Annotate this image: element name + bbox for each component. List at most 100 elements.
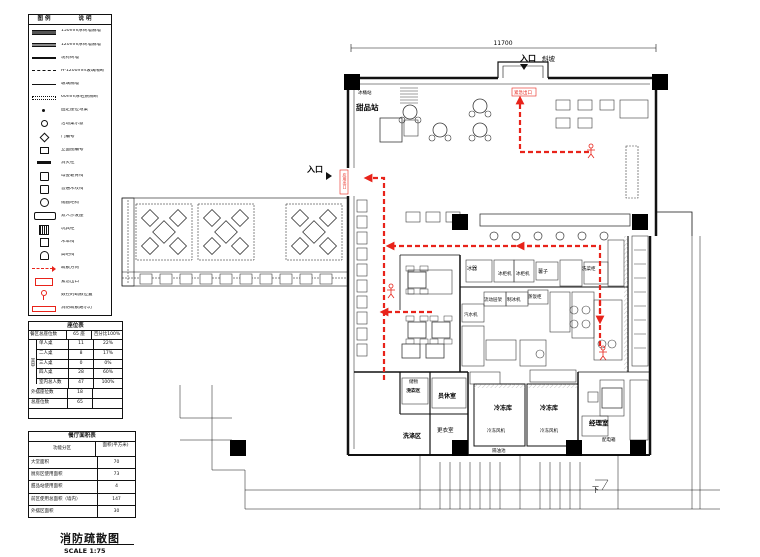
- wall-bench: [356, 327, 368, 341]
- patio-chair: [290, 208, 310, 228]
- area-row: 甜品站使用面积 4: [29, 481, 135, 494]
- seat-row-count: 11: [69, 340, 94, 349]
- wall-bench: [356, 199, 368, 213]
- sink-basin: [597, 339, 607, 349]
- bar-stool: [489, 231, 499, 241]
- chair: [419, 315, 429, 322]
- lower-stairs: [179, 236, 720, 510]
- seat-row-count: 65: [68, 398, 93, 408]
- kitchen-unit: [583, 261, 609, 285]
- seat-row-pct: 60%: [102, 370, 113, 376]
- legend-text: 120mm厚砖墙隔墙: [61, 42, 101, 47]
- booth-table: [555, 99, 571, 111]
- two-person-table: [401, 343, 421, 359]
- label-dessert-station: 甜品站: [356, 102, 379, 112]
- legend-header-desc: 说 明: [78, 16, 92, 22]
- kitchen-equipment: [401, 235, 649, 441]
- booth-table: [577, 117, 593, 129]
- legend-row: H-1200mm玻璃隔断: [29, 65, 111, 78]
- sink-basin: [581, 305, 591, 315]
- legend-symbol-icon: [29, 302, 59, 315]
- legend-symbol-icon: [29, 117, 59, 130]
- exit-left-label: 应用出口: [343, 172, 348, 190]
- wall-bench: [356, 263, 368, 277]
- sink-basin: [581, 319, 591, 329]
- exit-top-box: [511, 87, 537, 97]
- legend-text: 储圆吧椅: [61, 200, 79, 205]
- patio-table-area: [135, 203, 193, 261]
- patio-bench-seat: [259, 273, 273, 285]
- round-table: [472, 98, 488, 114]
- label-cold-room: 冷冻库: [494, 404, 512, 412]
- legend-row: 门编号: [29, 130, 111, 143]
- legend-symbol-icon: [29, 183, 59, 196]
- legend-symbol-icon: [29, 236, 59, 249]
- legend-text: 玩具柜: [61, 226, 75, 231]
- kitchen-unit: [465, 259, 493, 283]
- person-marker-dining: [387, 283, 395, 299]
- side-shelf: [625, 145, 639, 199]
- label-cold-room2: 冷冻库: [540, 404, 558, 412]
- column: [652, 74, 668, 90]
- bar-stool: [511, 231, 521, 241]
- room-labels: 甜品站 冰桶站 冰器 冰柜机 冰柜机 薯子 洗菜柜 流动层架 制冰机 蒸饭柜 汽…: [356, 89, 616, 454]
- legend-symbol-icon: [29, 51, 59, 64]
- sink-basin: [607, 339, 617, 349]
- legend-row: 60mm厚轻质隔断: [29, 91, 111, 104]
- label-power-box: 配电箱: [602, 436, 616, 443]
- dimension-text: 11700: [493, 40, 512, 47]
- booth-table: [555, 117, 571, 129]
- legend-symbol-icon: [29, 288, 59, 301]
- bar-stool: [577, 231, 587, 241]
- legend-row: 双人沙发座: [29, 209, 111, 222]
- area-row: 前区使用总面积（墙内）147: [29, 493, 135, 506]
- chair: [429, 315, 439, 322]
- chair: [405, 338, 415, 345]
- patio-bench-seat: [179, 273, 193, 285]
- label-fry-cabinet: 流动层架: [484, 296, 502, 303]
- patio-chair: [168, 208, 188, 228]
- manager-desk: [601, 387, 623, 409]
- legend-row: 现有砖墙: [29, 51, 111, 64]
- legend-symbol-icon: [29, 249, 59, 262]
- area-table-title: 餐厅面积表: [29, 432, 135, 442]
- legend-symbol-icon: [29, 196, 59, 209]
- seat-row-pct: 100%: [101, 380, 115, 386]
- person-marker-kitchen: [599, 345, 607, 361]
- dining-furniture: [356, 87, 649, 359]
- seat-row-pct: 0%: [104, 360, 112, 366]
- service-counter: [619, 99, 649, 119]
- legend-row: 150mm厚砖墙隔墙: [29, 25, 111, 38]
- outer-walls: [346, 76, 658, 456]
- column: [632, 214, 648, 230]
- area-row-label: 厨房区使用面积: [29, 469, 98, 481]
- four-person-table: [407, 271, 427, 289]
- legend-row: 高吧椅: [29, 249, 111, 262]
- label-cold-fan2: 冷冻风机: [540, 427, 558, 434]
- legend-row: 消火栓: [29, 157, 111, 170]
- dessert-equipment: [403, 119, 419, 137]
- patio-chair: [202, 208, 222, 228]
- area-row-label: 甜品站使用面积: [29, 481, 98, 493]
- entry-left-label: 入口: [306, 165, 323, 174]
- kitchen-unit: [527, 289, 549, 305]
- legend-row: 120mm厚砖墙隔墙: [29, 38, 111, 51]
- patio-chair: [168, 236, 188, 256]
- legend-row: 数控的疏散位置: [29, 288, 111, 301]
- bar-stool: [599, 231, 609, 241]
- legend-row: 固定座位与桌: [29, 104, 111, 117]
- label-soup-pot: 汽水机: [464, 311, 478, 318]
- seat-row-label: 单人桌: [37, 340, 69, 349]
- legend-row: 木车椅: [29, 236, 111, 249]
- legend-symbol-icon: [29, 262, 59, 275]
- area-row-value: 4: [115, 484, 118, 490]
- bar-stool: [555, 231, 565, 241]
- kitchen-unit: [519, 339, 547, 367]
- round-chair: [484, 134, 492, 142]
- round-chair: [484, 110, 492, 118]
